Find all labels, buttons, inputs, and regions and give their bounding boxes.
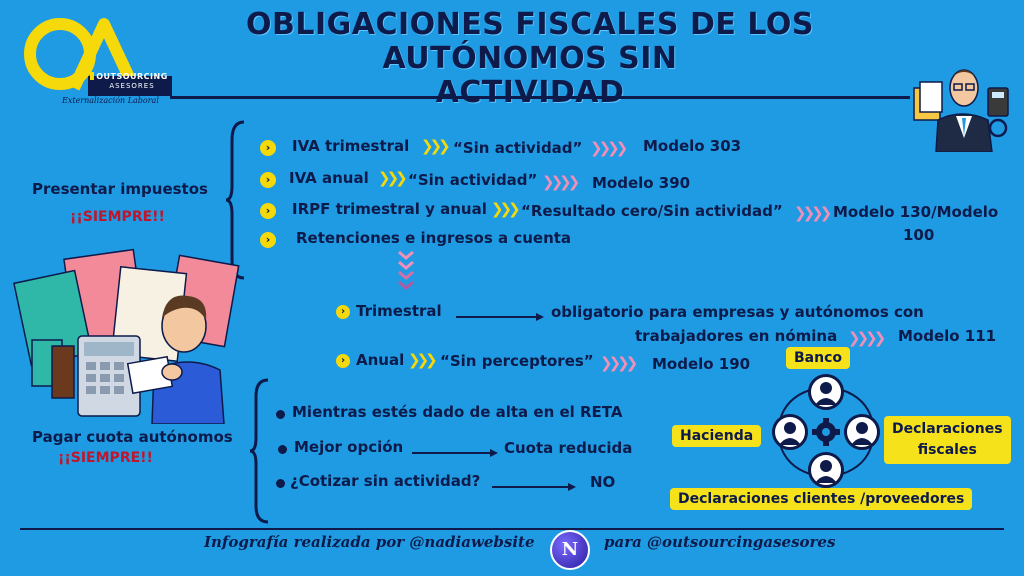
trimestral-label: Trimestral — [356, 302, 442, 320]
declaraciones-fiscales-line-1: Declaraciones — [892, 421, 1003, 437]
businessman-illustration — [912, 48, 1016, 153]
arrow-right-icon — [456, 307, 546, 321]
trimestral-desc-1: obligatorio para empresas y autónomos co… — [551, 303, 924, 321]
anual-label: Anual — [356, 351, 405, 369]
trimestral-desc-2: trabajadores en nómina — [635, 327, 838, 345]
bullet-icon: › — [336, 305, 350, 319]
brace-cuota — [248, 378, 272, 524]
siempre-label-1: ¡¡SIEMPRE!! — [70, 209, 165, 225]
title-line-1: OBLIGACIONES FISCALES DE LOS AUTÓNOMOS S… — [246, 7, 814, 76]
user-icon — [808, 374, 844, 410]
footer-credit-right: para @outsourcingasesores — [604, 533, 836, 551]
chevron-right-icon: ❯❯❯ — [408, 351, 438, 369]
company-logo — [12, 10, 178, 120]
modelo-100: 100 — [903, 226, 935, 244]
logo-tagline: Externalización Laboral — [62, 96, 159, 105]
anual-detail: “Sin perceptores” — [440, 352, 594, 370]
chevron-right-icon: ❯❯❯ — [378, 169, 408, 187]
user-icon — [808, 452, 844, 488]
logo-sub: ASESORES — [109, 82, 155, 90]
chevron-right-icon: ❯❯❯❯ — [794, 204, 832, 222]
reta-label: Mientras estés dado de alta en el RETA — [292, 403, 623, 421]
cuota-reducida: Cuota reducida — [504, 439, 633, 457]
modelo-190: Modelo 190 — [652, 355, 751, 373]
chevron-down-icon — [396, 250, 416, 298]
nadiawebsite-badge-icon: N — [550, 530, 590, 570]
chevron-right-icon: ❯❯❯❯ — [600, 354, 638, 372]
cotizar-no: NO — [590, 473, 616, 491]
iva-trimestral-label: IVA trimestral — [292, 137, 410, 155]
bullet-icon — [276, 479, 285, 488]
title-divider — [170, 96, 910, 99]
declaraciones-fiscales-line-2: fiscales — [917, 442, 977, 458]
bullet-icon — [278, 445, 287, 454]
user-icon — [844, 414, 880, 450]
iva-anual-label: IVA anual — [289, 169, 369, 187]
retenciones-label: Retenciones e ingresos a cuenta — [296, 229, 572, 247]
siempre-label-2: ¡¡SIEMPRE!! — [58, 450, 153, 466]
person-with-papers-illustration — [12, 248, 240, 425]
modelo-390: Modelo 390 — [592, 174, 691, 192]
irpf-label: IRPF trimestral y anual — [292, 200, 487, 218]
chevron-right-icon: ❯❯❯ — [491, 200, 521, 218]
arrow-right-icon — [492, 477, 578, 491]
mejor-opcion-label: Mejor opción — [294, 438, 404, 456]
modelo-303: Modelo 303 — [643, 137, 742, 155]
bullet-icon: › — [260, 172, 276, 188]
bullet-icon: › — [336, 354, 350, 368]
pagar-cuota-label: Pagar cuota autónomos — [32, 428, 233, 446]
modelo-111: Modelo 111 — [898, 327, 997, 345]
hacienda-label: Hacienda — [672, 425, 762, 447]
presentar-impuestos-label: Presentar impuestos — [32, 180, 208, 198]
chevron-right-icon: ❯❯❯❯ — [590, 139, 628, 157]
declaraciones-fiscales-label: Declaraciones fiscales — [884, 416, 1011, 464]
bullet-icon: › — [260, 203, 276, 219]
chevron-right-icon: ❯❯❯❯ — [848, 329, 886, 347]
page-title: OBLIGACIONES FISCALES DE LOS AUTÓNOMOS S… — [150, 8, 910, 110]
user-icon — [772, 414, 808, 450]
logo-name: OUTSOURCING — [96, 72, 168, 81]
footer-credit-left: Infografía realizada por @nadiawebsite — [204, 533, 535, 551]
declaraciones-clientes-label: Declaraciones clientes /proveedores — [670, 488, 973, 510]
arrow-right-icon — [412, 443, 500, 457]
title-line-2: ACTIVIDAD — [435, 75, 625, 110]
bullet-icon — [276, 410, 285, 419]
iva-trimestral-detail: “Sin actividad” — [453, 139, 583, 157]
bullet-icon: › — [260, 140, 276, 156]
chevron-right-icon: ❯❯❯ — [421, 137, 451, 155]
modelo-130: Modelo 130/Modelo — [833, 203, 999, 221]
iva-anual-detail: “Sin actividad” — [408, 171, 538, 189]
irpf-detail: “Resultado cero/Sin actividad” — [521, 202, 783, 220]
banco-label: Banco — [786, 347, 851, 369]
bullet-icon: › — [260, 232, 276, 248]
footer-divider — [20, 528, 1004, 530]
chevron-right-icon: ❯❯❯❯ — [542, 173, 580, 191]
cotizar-label: ¿Cotizar sin actividad? — [290, 472, 481, 490]
